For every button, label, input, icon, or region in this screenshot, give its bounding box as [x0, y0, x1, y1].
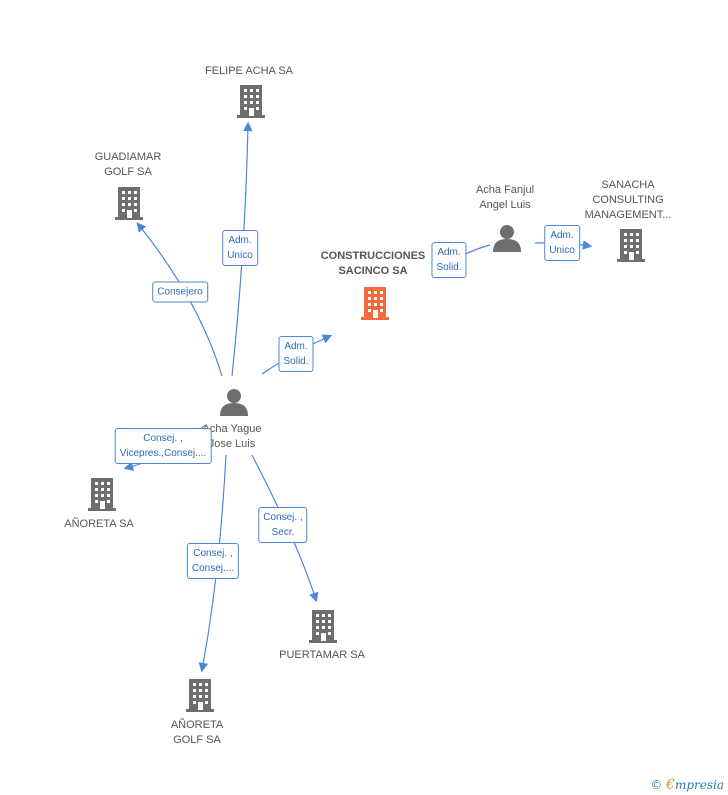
edge-label-line: Solid. — [436, 262, 462, 273]
node-label-construcciones[interactable]: CONSTRUCCIONES SACINCO SA — [321, 249, 426, 279]
node-label-line: FELIPE ACHA SA — [204, 65, 294, 77]
edge-label-line: Consej. , — [143, 433, 183, 444]
node-label-anoreta[interactable]: AÑORETA SA — [64, 517, 133, 532]
node-label-felipe[interactable]: FELIPE ACHA SA — [205, 64, 293, 79]
edge-label-line: Adm. — [284, 341, 308, 352]
node-label-guadiamar[interactable]: GUADIAMAR GOLF SA — [95, 150, 162, 180]
edge-label-line: Unico — [227, 250, 253, 261]
edge-label-line: Solid. — [283, 356, 309, 367]
node-label-line: Acha Fanjul — [475, 184, 535, 196]
node-label-line: MANAGEMENT... — [584, 209, 672, 221]
node-label-fanjul[interactable]: Acha Fanjul Angel Luis — [476, 183, 534, 213]
person-icon[interactable] — [492, 224, 522, 252]
building-icon[interactable] — [113, 185, 145, 221]
edge-label-to-guadiamar[interactable]: Consejero — [152, 281, 208, 303]
node-label-puertamar[interactable]: PUERTAMAR SA — [279, 648, 365, 663]
edge-label-line: Consej.... — [191, 563, 235, 574]
edge-label-to-construcciones-yague[interactable]: Adm. Solid. — [278, 336, 314, 372]
node-label-line: SANACHA — [601, 179, 655, 191]
node-label-line: Acha Yague — [202, 423, 262, 435]
edge-label-line: Adm. — [437, 247, 461, 258]
brand-e-glyph: € — [666, 777, 675, 793]
node-label-line: GUADIAMAR — [94, 151, 162, 163]
edge-label-line: Unico — [549, 245, 575, 256]
node-label-line: Angel Luis — [479, 199, 531, 211]
node-label-line: AÑORETA — [170, 719, 224, 731]
edge-label-line: Secr. — [271, 527, 295, 538]
edge-label-line: Consej. , — [193, 548, 233, 559]
edge-label-to-sanacha[interactable]: Adm. Unico — [544, 225, 580, 261]
building-icon[interactable] — [615, 227, 647, 263]
node-label-line: AÑORETA SA — [64, 518, 134, 530]
building-icon[interactable] — [184, 677, 216, 713]
edge-label-to-anoreta[interactable]: Consej. , Vicepres.,Consej.... — [114, 428, 212, 464]
building-icon[interactable] — [307, 608, 339, 644]
edge-label-line: Adm. — [228, 235, 252, 246]
building-icon[interactable] — [86, 476, 118, 512]
edge-label-to-construcciones-fanjul[interactable]: Adm. Solid. — [431, 242, 467, 278]
edge-label-to-puertamar[interactable]: Consej. , Secr. — [258, 507, 308, 543]
empresia-logo[interactable]: © €mpresia — [650, 777, 724, 793]
node-label-yague[interactable]: Acha Yague Jose Luis — [203, 422, 262, 452]
node-label-line: Jose Luis — [208, 438, 256, 450]
edge-label-line: Consej. , — [263, 512, 303, 523]
node-label-line: SACINCO SA — [338, 265, 408, 277]
copyright-icon: © — [650, 778, 663, 792]
brand-name: mpresia — [674, 778, 724, 792]
edge-label-line: Vicepres.,Consej.... — [119, 448, 207, 459]
node-label-line: CONSULTING — [592, 194, 664, 206]
node-label-line: PUERTAMAR SA — [279, 649, 365, 661]
node-label-line: GOLF SA — [173, 734, 221, 746]
edge-label-line: Consejero — [157, 286, 203, 298]
edge-label-to-felipe[interactable]: Adm. Unico — [222, 230, 258, 266]
node-label-sanacha[interactable]: SANACHA CONSULTING MANAGEMENT... — [585, 178, 672, 223]
main-building-icon[interactable] — [359, 285, 391, 321]
building-icon[interactable] — [235, 83, 267, 119]
person-icon[interactable] — [219, 388, 249, 416]
node-label-anoreta-golf[interactable]: AÑORETA GOLF SA — [171, 718, 223, 748]
node-label-line: GOLF SA — [104, 166, 152, 178]
node-label-line: CONSTRUCCIONES — [320, 250, 426, 262]
edge-label-to-anoreta-golf[interactable]: Consej. , Consej.... — [186, 543, 240, 579]
edge-label-line: Adm. — [550, 230, 574, 241]
